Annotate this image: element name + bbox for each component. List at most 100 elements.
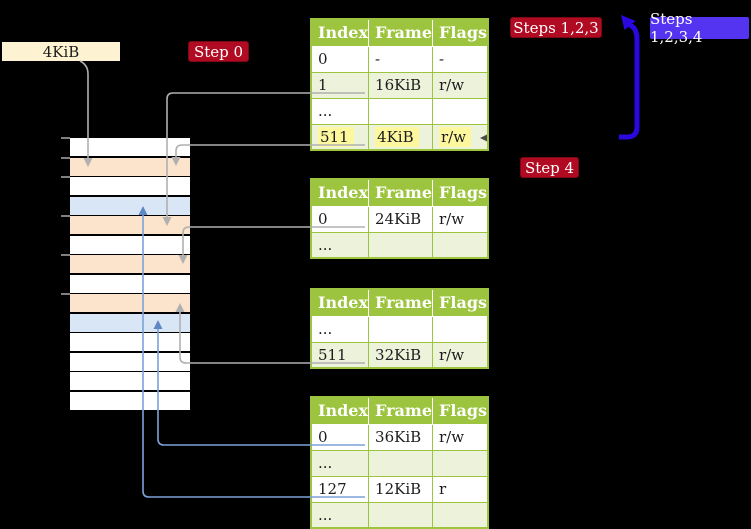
table-row: ... xyxy=(310,315,489,343)
memory-row-free xyxy=(70,372,190,390)
memory-row-page xyxy=(70,313,190,332)
column-header-index: Index xyxy=(311,397,369,425)
frame-size-label: 4KiB xyxy=(2,42,120,61)
cell xyxy=(368,231,434,259)
cell: 0 xyxy=(310,45,370,73)
memory-row-page xyxy=(70,196,190,215)
cell: 36KiB xyxy=(368,423,434,451)
cell: 24KiB xyxy=(368,205,434,233)
cell: 511 xyxy=(310,341,370,369)
memory-row-free xyxy=(70,352,190,371)
cell: 32KiB xyxy=(368,341,434,369)
memory-row-free xyxy=(70,274,190,293)
cell: 127 xyxy=(310,475,370,503)
memory-row-free xyxy=(70,138,190,156)
highlighted-value: 4KiB xyxy=(375,126,419,147)
column-header-flags: Flags xyxy=(432,397,489,425)
steps-123-badge: Steps 1,2,3 xyxy=(510,17,602,38)
column-header-frame: Frame xyxy=(368,289,433,317)
memory-address-tick xyxy=(61,176,70,178)
cell: ... xyxy=(310,97,370,125)
cell: r/w xyxy=(432,423,489,451)
cell: r/w xyxy=(432,123,489,151)
cell: 511 xyxy=(310,123,370,151)
table-row: 0-- xyxy=(310,45,489,73)
memory-row-table xyxy=(70,294,190,312)
table-row: ... xyxy=(310,449,489,477)
cell: r/w xyxy=(432,341,489,369)
memory-row-free xyxy=(70,391,190,410)
cell: - xyxy=(368,45,434,73)
memory-row-table xyxy=(70,157,190,176)
steps-flow-arrowhead-icon xyxy=(621,15,636,30)
step4-badge: Step 4 xyxy=(520,157,579,178)
table-row: 511 4KiB r/w xyxy=(310,123,489,151)
cell: - xyxy=(432,45,489,73)
memory-address-tick xyxy=(61,215,70,217)
cell: r/w xyxy=(432,205,489,233)
column-header-index: Index xyxy=(311,289,369,317)
cell: 1 xyxy=(310,71,370,99)
memory-row-table xyxy=(70,216,190,234)
memory-address-tick xyxy=(61,293,70,295)
column-header-frame: Frame xyxy=(368,397,433,425)
cell xyxy=(368,315,434,343)
memory-address-tick xyxy=(61,254,70,256)
memory-address-tick xyxy=(61,156,70,159)
cell xyxy=(432,97,489,125)
steps-1234-badge: Steps 1,2,3,4 xyxy=(650,10,749,46)
steps-flow-arrow xyxy=(619,22,640,140)
cell xyxy=(432,315,489,343)
cell: r xyxy=(432,475,489,503)
highlighted-value: r/w xyxy=(439,126,472,147)
column-header-flags: Flags xyxy=(432,19,489,47)
cell: ... xyxy=(310,501,370,529)
physical-memory-column xyxy=(70,138,190,411)
table-row: ... xyxy=(310,501,489,529)
cell: r/w xyxy=(432,71,489,99)
memory-row-table xyxy=(70,255,190,273)
cell: 0 xyxy=(310,205,370,233)
column-header-index: Index xyxy=(311,19,369,47)
cell: ... xyxy=(310,231,370,259)
memory-row-free xyxy=(70,333,190,351)
cell xyxy=(368,97,434,125)
cell: ... xyxy=(310,449,370,477)
step0-badge: Step 0 xyxy=(188,41,249,62)
cell: 12KiB xyxy=(368,475,434,503)
highlighted-value: 511 xyxy=(318,126,354,147)
cell xyxy=(432,501,489,529)
cell: 4KiB xyxy=(368,123,434,151)
column-header-index: Index xyxy=(311,179,369,207)
cell xyxy=(368,449,434,477)
column-header-frame: Frame xyxy=(368,19,433,47)
cell: ... xyxy=(310,315,370,343)
cell xyxy=(432,231,489,259)
memory-row-free xyxy=(70,235,190,254)
table-row: ... xyxy=(310,231,489,259)
cell xyxy=(368,501,434,529)
cell xyxy=(432,449,489,477)
column-header-flags: Flags xyxy=(432,179,489,207)
